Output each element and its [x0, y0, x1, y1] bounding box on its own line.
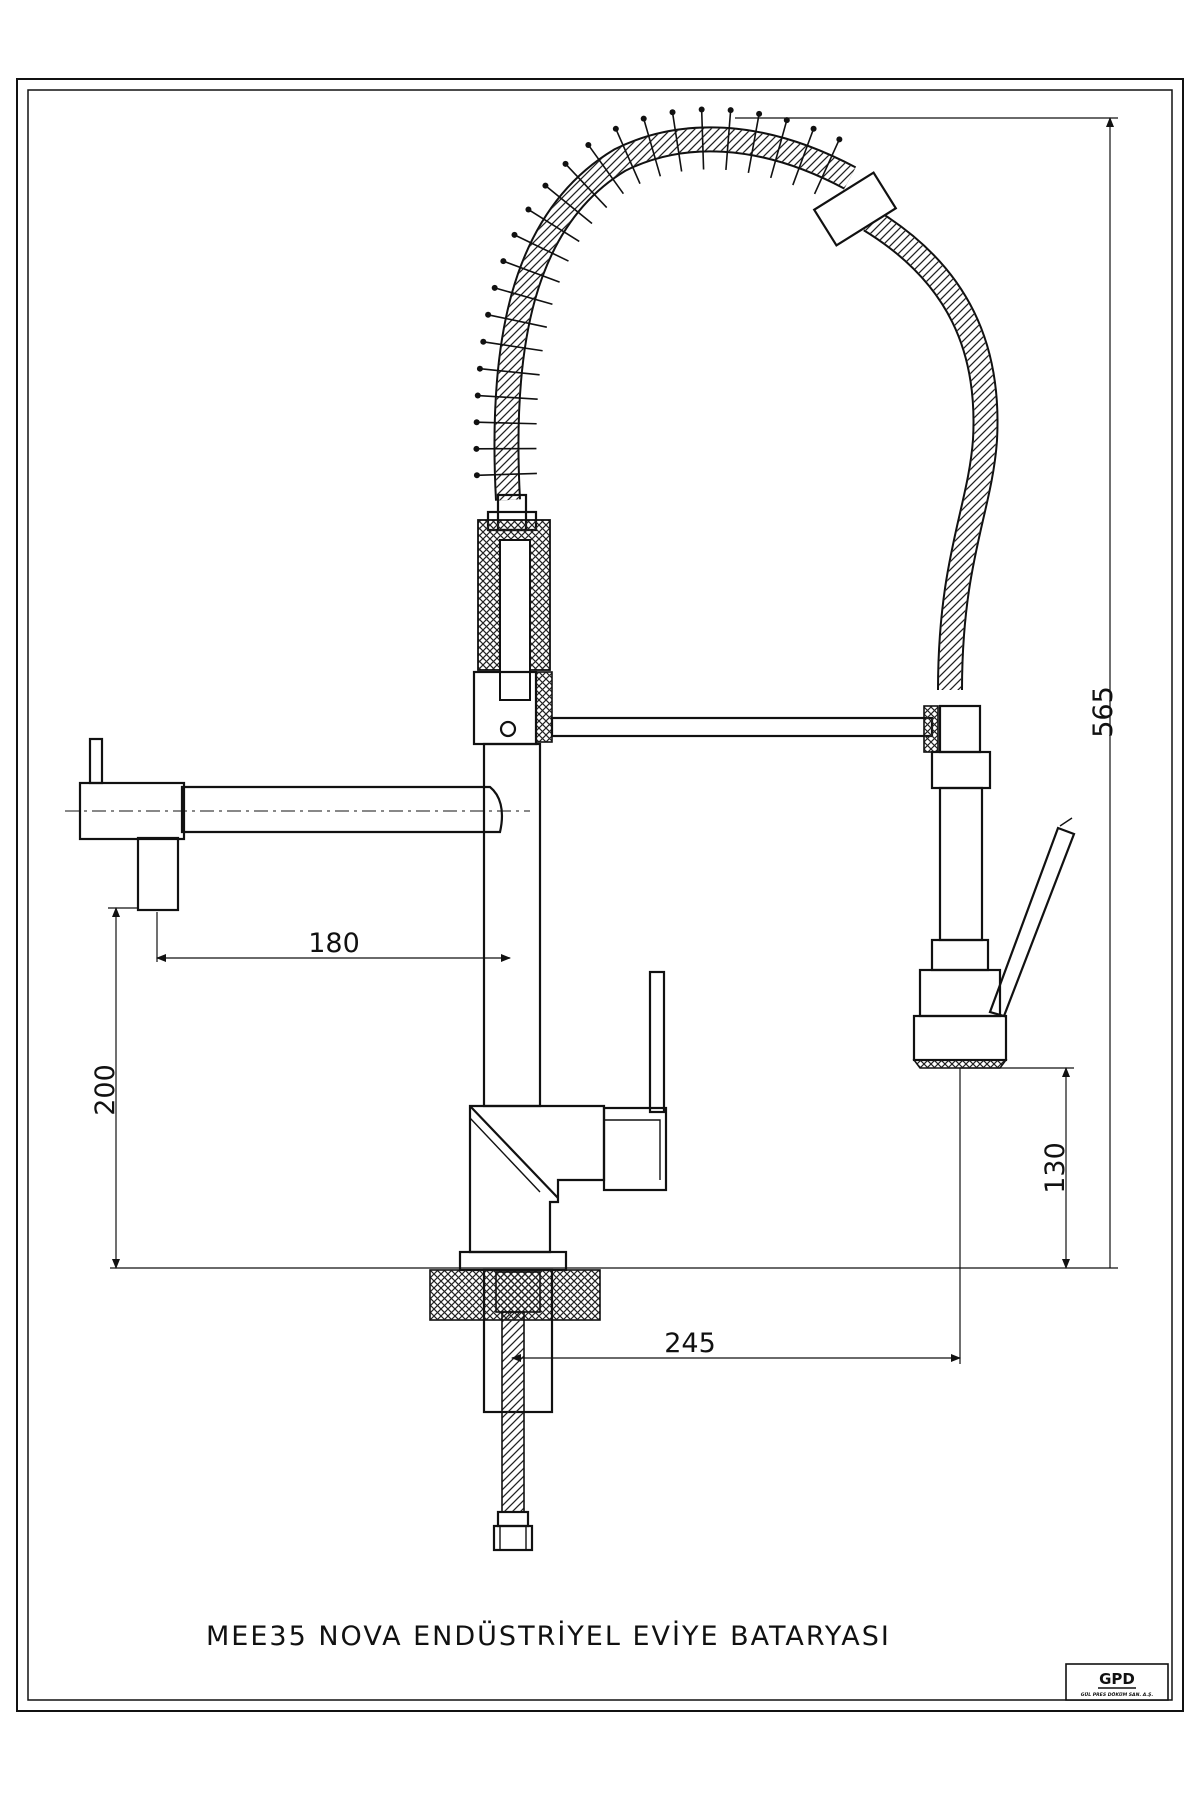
tap-body	[472, 493, 939, 1108]
dimension-label-130: 130	[1040, 1142, 1071, 1194]
tap-base	[429, 970, 668, 1552]
logo-company: GÜL PRES DÖKÜM SAN. A.Ş.	[1081, 1691, 1154, 1698]
dimension-label-180: 180	[308, 928, 360, 959]
drawing-title: MEE35 NOVA ENDÜSTRİYEL EVİYE BATARYASI	[206, 1620, 891, 1652]
spring-coil	[493, 126, 857, 501]
coil-tick	[747, 113, 760, 174]
coil-tick	[514, 234, 569, 262]
coil-tick-end	[500, 258, 507, 265]
coil-tick-end	[473, 472, 480, 479]
coil-tick	[642, 118, 662, 177]
spring-coil-ticks	[473, 106, 843, 479]
coil-tick	[476, 421, 537, 425]
coil-tick	[671, 112, 683, 172]
spray-connector	[812, 171, 898, 247]
dimension-200: 200	[90, 907, 138, 1269]
coil-tick	[483, 340, 543, 352]
coil-tick	[564, 163, 608, 209]
coil-tick-end	[640, 115, 647, 122]
coil-tick	[587, 144, 625, 195]
coil-tick-end	[491, 284, 498, 291]
coil-tick	[769, 119, 788, 179]
coil-tick-end	[669, 109, 676, 116]
coil-tick	[813, 139, 841, 195]
coil-tick	[487, 314, 547, 328]
spray-head	[912, 704, 1076, 1069]
spout	[65, 737, 530, 912]
dimension-180: 180	[156, 912, 511, 962]
coil-tick	[544, 185, 593, 225]
coil-tick-end	[612, 125, 619, 132]
logo-mark: GPD	[1099, 1670, 1135, 1688]
coil-tick-end	[698, 106, 705, 113]
dimension-130: 130	[960, 1067, 1074, 1269]
coil-tick	[479, 367, 540, 376]
coil-tick-end	[562, 160, 569, 167]
outer-frame	[16, 78, 1184, 1712]
coil-tick-end	[476, 365, 483, 372]
coil-tick-end	[474, 392, 481, 399]
coil-tick-end	[783, 117, 790, 124]
coil-tick-end	[585, 141, 592, 148]
coil-tick	[725, 110, 732, 171]
dimension-245: 245	[511, 1068, 961, 1364]
coil-tick	[615, 128, 641, 185]
coil-tick-end	[485, 311, 492, 318]
flexible-hose	[863, 208, 999, 691]
coil-tick	[700, 109, 705, 170]
coil-tick	[476, 472, 537, 477]
coil-tick-end	[473, 445, 480, 452]
coil-tick-end	[727, 107, 734, 114]
coil-tick-end	[810, 125, 817, 132]
dimension-label-245: 245	[664, 1328, 716, 1359]
dimension-label-200: 200	[90, 1064, 121, 1116]
inner-frame	[27, 89, 1173, 1701]
coil-tick	[792, 128, 815, 186]
dimension-label-565: 565	[1088, 686, 1119, 738]
coil-tick-end	[836, 136, 843, 143]
coil-tick-end	[480, 338, 487, 345]
coil-tick-end	[756, 110, 763, 117]
coil-tick-end	[511, 231, 518, 238]
coil-tick	[494, 287, 553, 305]
coil-tick	[477, 394, 538, 400]
coil-tick-end	[542, 182, 549, 189]
dimension-565: 565	[735, 117, 1119, 1268]
coil-tick-end	[525, 206, 532, 213]
coil-tick	[528, 208, 580, 243]
coil-tick	[503, 260, 560, 283]
company-logo-box: GPD GÜL PRES DÖKÜM SAN. A.Ş.	[1065, 1663, 1169, 1701]
coil-tick-end	[473, 419, 480, 426]
